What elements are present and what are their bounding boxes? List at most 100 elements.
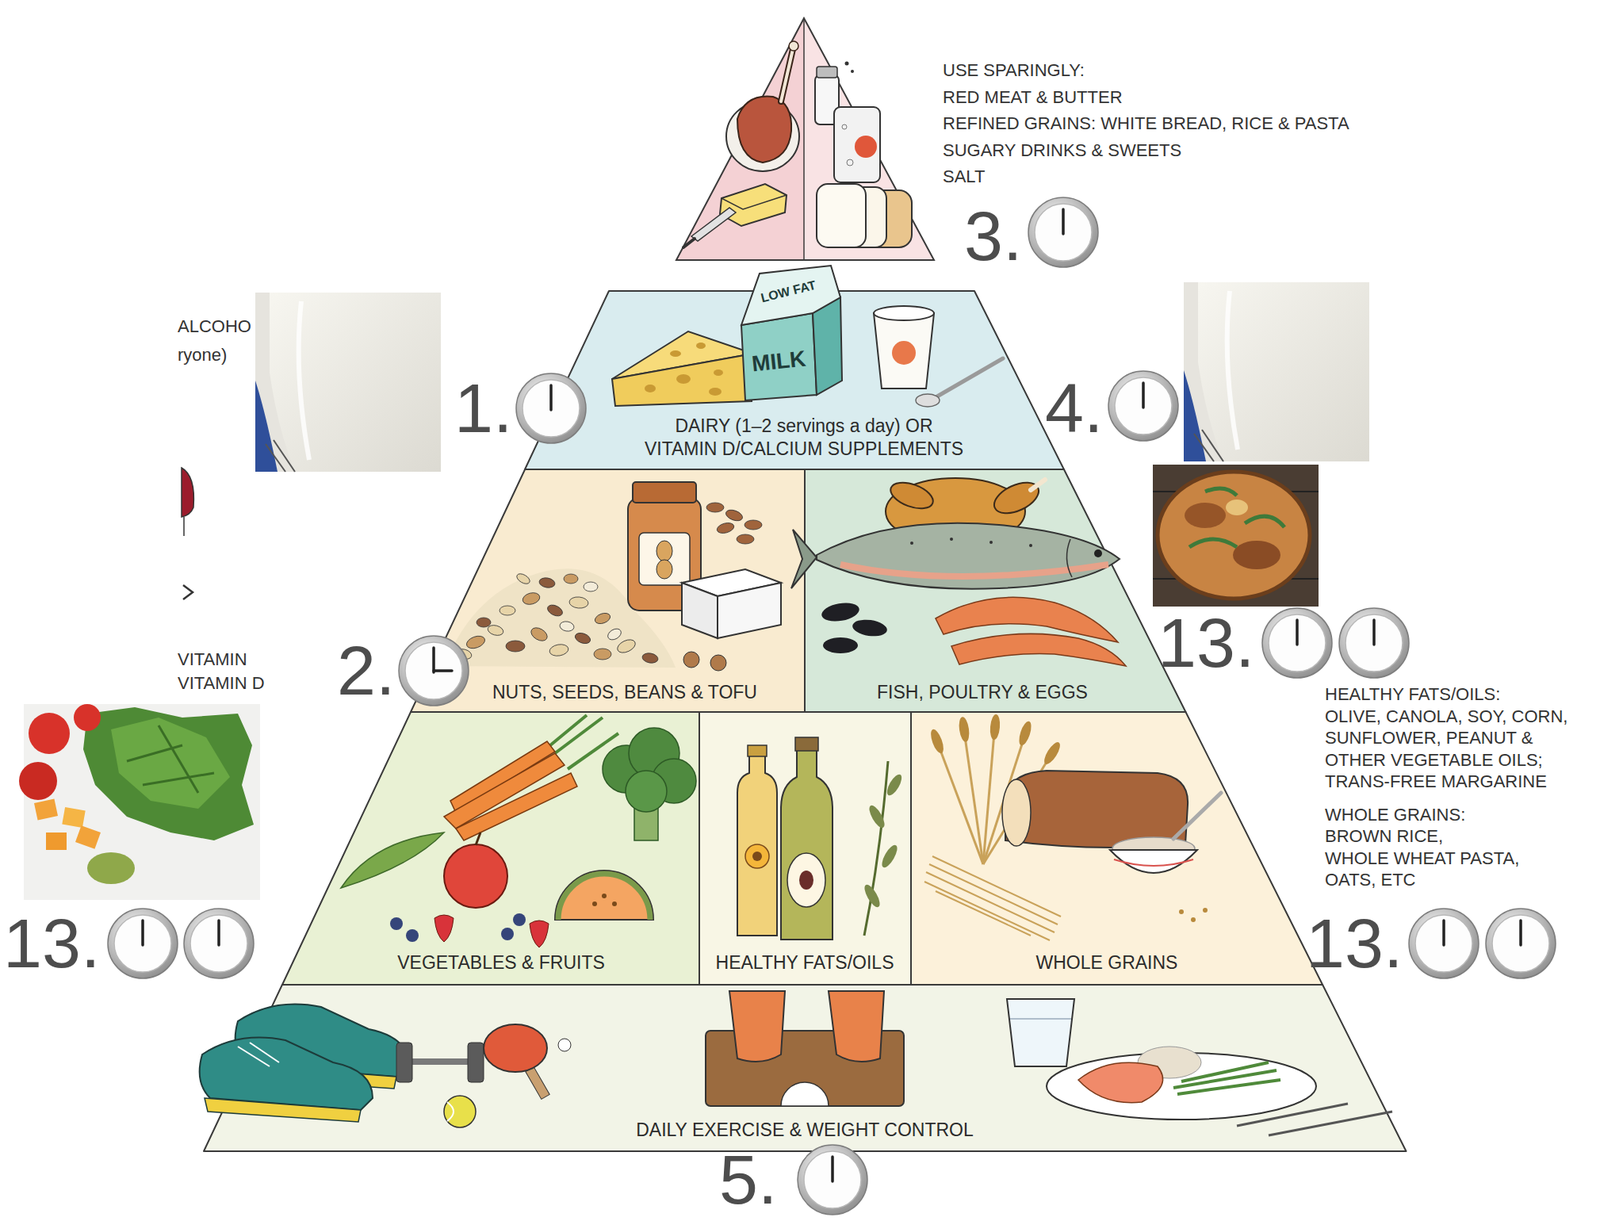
callout-number: 5. <box>719 1144 778 1215</box>
milk-glass-photo <box>255 380 278 472</box>
milk-glass-photo <box>1227 290 1238 450</box>
milk-glass-photo <box>298 301 310 460</box>
text-list: USE SPARINGLY:RED MEAT & BUTTERREFINED G… <box>942 57 1350 191</box>
list-heading: WHOLE GRAINS: <box>1324 803 1579 827</box>
wine-glass-fragment <box>181 467 194 536</box>
tier-outline <box>804 469 1186 712</box>
milk-glass-photo <box>1183 282 1370 462</box>
list-item: BROWN RICE, <box>1324 825 1579 848</box>
tier-outline <box>282 711 700 985</box>
callout-number: 2. <box>336 635 395 706</box>
salt-shaker-icon <box>845 61 850 66</box>
clock-icon <box>1262 608 1333 678</box>
clock-icon <box>1028 197 1099 268</box>
tier-label: NUTS, SEEDS, BEANS & TOFU <box>492 681 758 705</box>
tier-outline <box>911 711 1323 985</box>
tier-label: VEGETABLES & FRUITS <box>397 951 605 975</box>
tier-divider <box>803 18 805 261</box>
frittata-photo <box>1152 464 1319 607</box>
list-item: SALT <box>942 163 1350 191</box>
frittata-photo <box>1189 488 1285 548</box>
salad-photo <box>75 825 101 850</box>
tier-label: HEALTHY FATS/OILS <box>715 951 895 975</box>
list-item: SUGARY DRINKS & SWEETS <box>942 137 1350 165</box>
list-item: RED MEAT & BUTTER <box>942 84 1350 112</box>
list-item: WHOLE WHEAT PASTA, <box>1324 847 1579 870</box>
tier-shape <box>410 469 805 712</box>
tier-outline <box>676 18 934 261</box>
tier-shape <box>699 711 912 985</box>
milk-glass-photo <box>1183 282 1370 462</box>
callout-number: 13. <box>1305 908 1403 979</box>
salad-photo <box>83 707 254 841</box>
clock-icon <box>183 908 254 979</box>
frittata-photo <box>1152 490 1319 493</box>
frittata-photo <box>1152 464 1319 607</box>
wine-glass-fragment <box>183 516 185 536</box>
clock-icon <box>1408 908 1479 979</box>
salad-photo <box>73 704 101 732</box>
milk-glass-photo <box>1198 282 1370 462</box>
tier-label: WHOLE GRAINS <box>1036 951 1179 975</box>
tier-shape <box>282 711 700 985</box>
tier-shape <box>911 711 1323 985</box>
tier-label: FISH, POULTRY & EGGS <box>876 681 1088 705</box>
dairy-tier: DAIRY (1–2 servings a day) ORVITAMIN D/C… <box>524 290 1065 470</box>
clock-icon <box>1108 371 1179 441</box>
milk-glass-photo <box>255 292 441 472</box>
list-item: REFINED GRAINS: WHITE BREAD, RICE & PAST… <box>942 110 1350 138</box>
list-heading: HEALTHY FATS/OILS: <box>1324 683 1579 706</box>
vegetables-tier: VEGETABLES & FRUITS <box>282 711 700 985</box>
use-sparingly-tier: USE SPARINGLY:RED MEAT & BUTTERREFINED G… <box>676 18 934 261</box>
milk-glass-photo <box>255 292 441 472</box>
salad-photo <box>34 799 58 821</box>
milk-glass-photo <box>1194 429 1224 462</box>
salt-shaker-icon <box>850 69 854 73</box>
fats-tier: HEALTHY FATS/OILS <box>699 711 912 985</box>
callout-number: 13. <box>3 908 100 979</box>
salad-photo <box>87 852 135 885</box>
tier-shape <box>804 469 1186 712</box>
clock-icon <box>1339 608 1409 678</box>
frittata-photo <box>1184 502 1226 529</box>
callout-number: 4. <box>1044 373 1103 444</box>
milk-glass-photo <box>1183 370 1206 462</box>
salad-photo <box>19 704 261 900</box>
salad-photo <box>28 712 70 755</box>
salad-photo <box>23 704 261 900</box>
carton-text: MILK <box>750 344 808 378</box>
clock-icon <box>1485 908 1556 979</box>
cut-off-note: VITAMIN <box>177 648 248 671</box>
clock-icon <box>797 1144 868 1215</box>
tier-label: VITAMIN D/CALCIUM SUPPLEMENTS <box>644 437 964 461</box>
chevron-fragment <box>183 585 193 600</box>
milk-glass-photo <box>265 440 295 472</box>
salad-photo <box>61 807 85 828</box>
callout-number: 13. <box>1157 608 1255 678</box>
frittata-photo <box>1152 577 1319 580</box>
list-item: OLIVE, CANOLA, SOY, CORN, SUNFLOWER, PEA… <box>1324 705 1579 772</box>
tier-outline <box>410 469 805 712</box>
milk-glass-photo <box>269 292 441 472</box>
tier-shape <box>676 18 934 261</box>
list-item: USE SPARINGLY: <box>942 57 1350 85</box>
plant-protein-tier: NUTS, SEEDS, BEANS & TOFU <box>410 469 805 712</box>
list-item: OATS, ETC <box>1324 868 1579 892</box>
tier-outline <box>524 290 1065 470</box>
frittata-photo <box>1225 499 1248 516</box>
cut-off-note: VITAMIN D <box>177 672 265 695</box>
clock-icon <box>107 908 178 979</box>
salad-photo <box>19 761 58 800</box>
chevron-fragment <box>183 585 193 600</box>
callout-number: 1. <box>454 373 513 444</box>
exercise-tier: DAILY EXERCISE & WEIGHT CONTROL <box>203 984 1406 1152</box>
grains-tier: WHOLE GRAINS <box>911 711 1323 985</box>
oils-grains-list: HEALTHY FATS/OILS:OLIVE, CANOLA, SOY, CO… <box>1324 683 1579 892</box>
tier-outline <box>203 984 1406 1152</box>
salad-photo <box>45 832 67 850</box>
cut-off-note: ALCOHO <box>177 315 252 338</box>
frittata-photo <box>1232 540 1281 570</box>
cut-off-note: ryone) <box>177 344 227 367</box>
animal-protein-tier: FISH, POULTRY & EGGS <box>804 469 1186 712</box>
